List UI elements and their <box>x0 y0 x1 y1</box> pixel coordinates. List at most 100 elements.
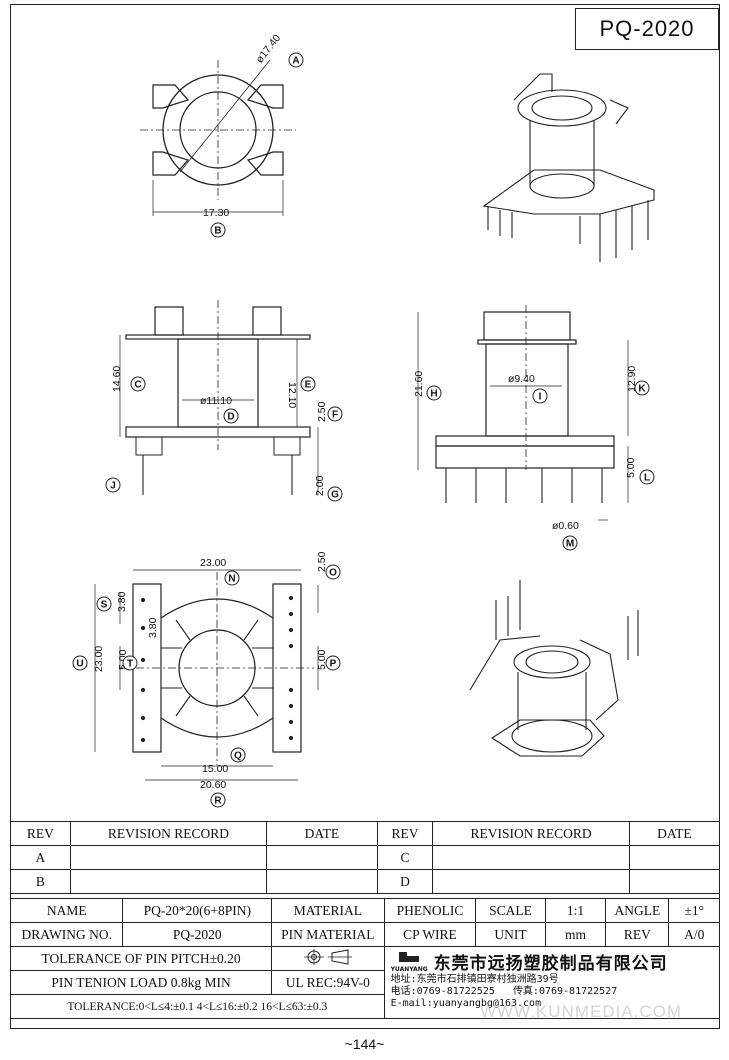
revision-header-row: REV REVISION RECORD DATE REV REVISION RE… <box>10 821 721 846</box>
label-circle-k <box>634 380 650 396</box>
label-circle-n <box>224 570 240 586</box>
tolerance-line: TOLERANCE:0<L≤4:±0.1 4<L≤16:±0.2 16<L≤63… <box>10 994 385 1019</box>
material-label: MATERIAL <box>271 898 385 923</box>
dim-15-00: 15.00 <box>202 763 228 775</box>
label-letter-h: H <box>430 389 437 400</box>
dim-14-60: 14.60 <box>111 366 123 392</box>
rev-cell: A <box>10 845 71 870</box>
title-row: DRAWING NO. PQ-2020 PIN MATERIAL CP WIRE… <box>9 922 720 947</box>
rev-header: REV <box>10 821 71 846</box>
dim-3-80-s: 3.80 <box>116 591 128 612</box>
label-letter-t: T <box>127 659 133 670</box>
company-phones: 电话:0769-81722525 传真:0769-81722527 <box>391 986 713 998</box>
dim-23-00-n: 23.00 <box>200 557 226 569</box>
label-circle-c <box>130 376 146 392</box>
name-value: PQ-20*20(6+8PIN) <box>122 898 273 923</box>
company-logo: YUANYANG <box>391 950 428 973</box>
dim-2-50-f: 2.50 <box>316 401 328 422</box>
label-circle-e <box>300 376 316 392</box>
revision-table: REV REVISION RECORD DATE REV REVISION RE… <box>10 821 721 894</box>
label-letter-o: O <box>329 568 337 579</box>
drawing-no-label: DRAWING NO. <box>9 922 124 947</box>
company-address: 地址:东莞市石排镇田寮村独洲路39号 <box>390 974 559 985</box>
label-letter-a: A <box>292 56 299 67</box>
rev-header-2: REV <box>376 821 434 846</box>
symbol-cell <box>271 946 385 971</box>
title-row: TOLERANCE:0<L≤4:±0.1 4<L≤16:±0.2 16<L≤63… <box>10 994 720 1019</box>
label-letter-q: Q <box>234 751 242 762</box>
label-letter-i: I <box>539 392 542 403</box>
label-letter-c: C <box>134 380 141 391</box>
label-letter-u: U <box>76 659 83 670</box>
scale-label: SCALE <box>475 898 546 923</box>
dim-23-00-u: 23.00 <box>93 646 105 672</box>
company-email: E-mail:yuanyangbg@163.com <box>390 998 542 1009</box>
label-letter-e: E <box>305 380 312 391</box>
part-number: PQ-2020 <box>599 16 695 41</box>
revision-record-header-2: REVISION RECORD <box>432 821 630 846</box>
label-circle-o <box>325 564 341 580</box>
dim-20-60: 20.60 <box>200 779 226 791</box>
label-circle-l <box>639 469 655 485</box>
material-value: PHENOLIC <box>383 898 477 923</box>
dim-5-00-l: 5.00 <box>625 457 637 478</box>
label-circle-a <box>288 52 304 68</box>
angle-label: ANGLE <box>605 898 670 923</box>
isometric-view-top <box>482 73 655 262</box>
angle-value: ±1° <box>668 898 720 923</box>
label-circle-q <box>230 747 246 763</box>
label-letter-s: S <box>101 600 108 611</box>
label-letter-b: B <box>214 226 221 237</box>
title-row: TOLERANCE OF PIN PITCH±0.20 YUANYANG 东莞市… <box>9 946 721 1019</box>
dim-5-00-p: 5.00 <box>316 649 328 670</box>
revision-row: B D <box>10 869 721 894</box>
label-letter-m: M <box>566 539 574 550</box>
label-circle-s <box>96 596 112 612</box>
ul-rec: UL REC:94V-0 <box>271 970 385 995</box>
label-circle-b <box>210 222 226 238</box>
title-block: NAME PQ-20*20(6+8PIN) MATERIAL PHENOLIC … <box>9 898 721 1019</box>
rev-value: A/0 <box>668 922 720 947</box>
label-circle-m <box>562 535 578 551</box>
top-view <box>140 59 296 216</box>
company-logo-icon <box>399 952 420 962</box>
label-letter-j: J <box>110 481 116 492</box>
dim-17-30: 17.30 <box>203 207 229 219</box>
name-label: NAME <box>9 898 124 923</box>
bottom-view <box>94 569 319 781</box>
label-circle-f <box>327 406 343 422</box>
label-circle-t <box>122 655 138 671</box>
label-letter-f: F <box>332 410 338 421</box>
dim-12-10: 12.10 <box>286 382 298 408</box>
rev-label: REV <box>605 922 670 947</box>
company-phone: 电话:0769-81722525 <box>390 986 495 997</box>
page-number: ~144~ <box>344 1036 385 1052</box>
revision-record-header: REVISION RECORD <box>69 821 268 846</box>
label-letter-k: K <box>638 384 646 395</box>
isometric-view-bottom <box>469 580 639 757</box>
part-number-box: PQ-2020 <box>575 8 719 50</box>
dim-21-60: 21.60 <box>413 371 425 397</box>
tolerance-pitch: TOLERANCE OF PIN PITCH±0.20 <box>9 946 273 971</box>
rev-cell: D <box>376 869 434 894</box>
dim-3-80-s2: 3.80 <box>147 617 159 638</box>
pin-material-value: CP WIRE <box>383 922 477 947</box>
unit-label: UNIT <box>475 922 546 947</box>
projection-symbol-icon <box>303 948 352 965</box>
label-circle-g <box>327 486 343 502</box>
label-letter-l: L <box>644 473 650 484</box>
label-letter-d: D <box>227 412 234 423</box>
watermark: WWW.KUNMEDIA.COM <box>480 1002 683 1021</box>
pin-tenion-load: PIN TENION LOAD 0.8kg MIN <box>9 970 273 995</box>
label-circle-i <box>532 388 548 404</box>
title-row: NAME PQ-20*20(6+8PIN) MATERIAL PHENOLIC … <box>9 898 720 923</box>
date-header-2: DATE <box>628 821 721 846</box>
company-header: YUANYANG 东莞市远扬塑胶制品有限公司 <box>391 949 713 974</box>
drawing-sheet <box>10 4 720 1029</box>
unit-value: mm <box>544 922 607 947</box>
dim-2-00: 2.00 <box>314 475 326 496</box>
dim-dia-9-40: ø9.40 <box>508 373 535 385</box>
rev-cell: B <box>10 869 71 894</box>
drawing-no-value: PQ-2020 <box>122 922 273 947</box>
